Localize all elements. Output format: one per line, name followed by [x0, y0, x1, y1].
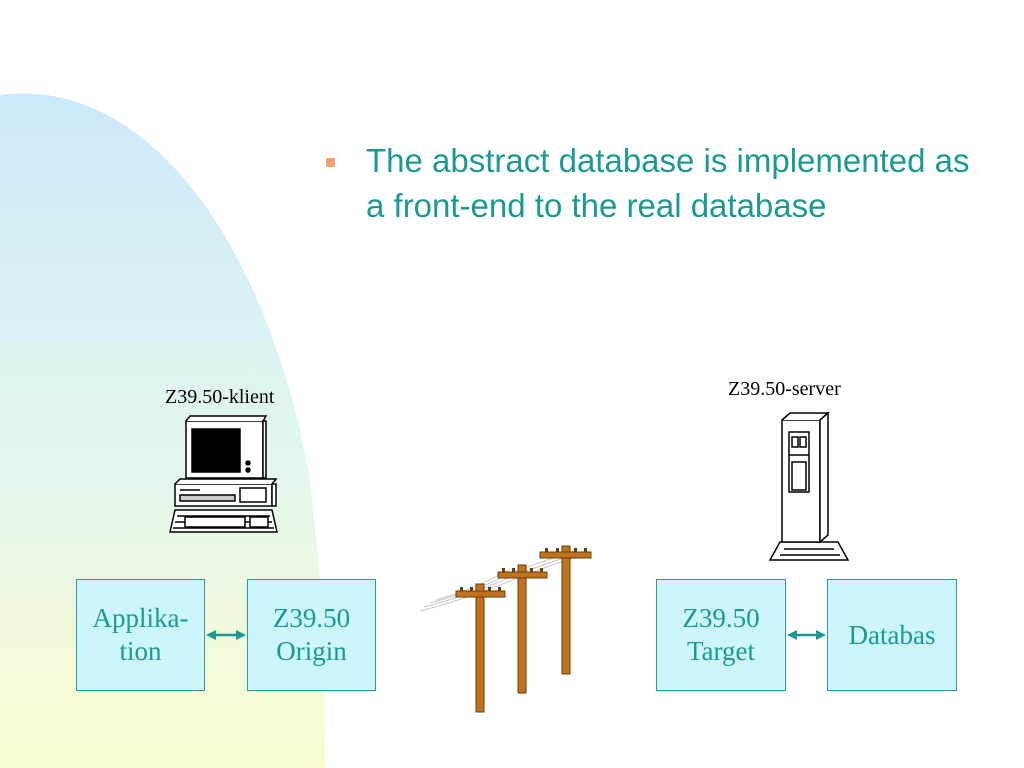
origin-line2: Origin	[276, 636, 347, 666]
server-caption: Z39.50-server	[728, 378, 841, 400]
origin-line1: Z39.50	[272, 603, 351, 633]
application-line1: Applika-	[92, 603, 189, 633]
client-caption: Z39.50-klient	[165, 386, 275, 408]
bullet-text: The abstract database is implemented as …	[366, 142, 970, 224]
database-line1: Databas	[848, 619, 936, 650]
database-box: Databas	[827, 579, 957, 691]
bullet-marker	[326, 158, 335, 167]
target-line1: Z39.50	[682, 603, 760, 633]
application-line2: tion	[119, 636, 162, 666]
target-box: Z39.50 Target	[656, 579, 786, 691]
origin-box: Z39.50 Origin	[247, 579, 376, 691]
application-box: Applika- tion	[76, 579, 205, 691]
target-line2: Target	[686, 636, 756, 666]
